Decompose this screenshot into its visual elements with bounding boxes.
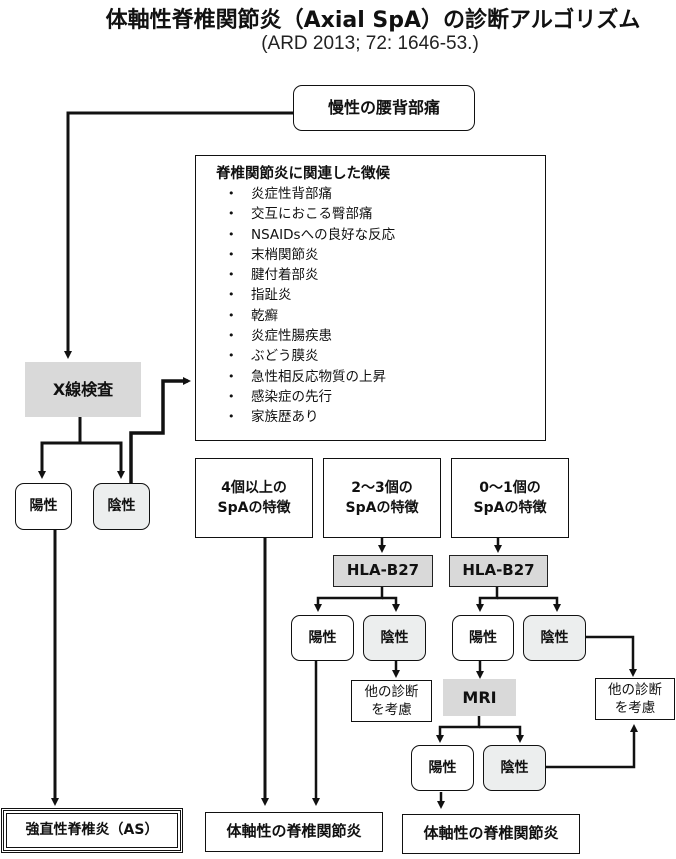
list-item: •NSAIDsへの良好な反応 (228, 225, 545, 245)
spa-features-list: •炎症性背部痛 •交互におこる臀部痛 •NSAIDsへの良好な反応 •末梢関節炎… (216, 184, 545, 428)
consider-other-dx-1: 他の診断を考慮 (351, 680, 432, 722)
bullet-icon: • (228, 369, 235, 383)
hla-b27-node-1: HLA-B27 (333, 555, 433, 587)
hla1-positive-node: 陽性 (291, 615, 354, 661)
xray-positive-node: 陽性 (15, 483, 72, 530)
list-item: •感染症の先行 (228, 387, 545, 407)
arrow-negative-to-signs (129, 377, 191, 483)
bullet-icon: • (228, 247, 235, 261)
list-item: •ぶどう膜炎 (228, 346, 545, 366)
list-item: •指趾炎 (228, 285, 545, 305)
bullet-icon: • (228, 227, 235, 241)
outcome-axial-spa-2: 体軸性の脊椎関節炎 (402, 814, 580, 854)
bullet-icon: • (228, 268, 235, 282)
list-item: •炎症性背部痛 (228, 184, 545, 204)
hla2-negative-node: 陰性 (523, 615, 586, 661)
bullet-icon: • (228, 207, 235, 221)
mri-node: MRI (443, 679, 516, 716)
citation: (ARD 2013; 72: 1646-53.) (261, 33, 479, 54)
bullet-icon: • (228, 308, 235, 322)
arrow-xray-to-negative (80, 441, 125, 479)
outcome-ankylosing-spondylitis: 強直性脊椎炎（AS） (1, 808, 183, 853)
list-item: •末梢関節炎 (228, 245, 545, 265)
arrow-hla2-to-negative (497, 596, 561, 612)
arrow-xray-to-positive (38, 417, 82, 479)
list-item: •家族歴あり (228, 407, 545, 427)
mri-positive-node: 陽性 (411, 745, 474, 791)
bullet-icon: • (228, 410, 235, 424)
list-item: •交互におこる臀部痛 (228, 204, 545, 224)
hla1-negative-node: 陰性 (363, 615, 426, 661)
mri-negative-node: 陰性 (483, 745, 546, 791)
arrow-mri-to-positive (436, 715, 481, 743)
xray-node: X線検査 (25, 362, 141, 417)
arrow-start-to-xray (64, 111, 293, 359)
spa-features-title: 脊椎関節炎に関連した徴候 (216, 166, 390, 182)
arrow-mri-to-negative (479, 725, 524, 743)
start-label: 慢性の腰背部痛 (327, 98, 440, 118)
spa-features-box: 脊椎関節炎に関連した徴候 •炎症性背部痛 •交互におこる臀部痛 •NSAIDsへ… (195, 155, 546, 441)
arrow-hla2neg-to-otherdx (585, 635, 637, 677)
hla-b27-node-2: HLA-B27 (449, 555, 548, 587)
arrow-hla1-to-negative (382, 596, 400, 612)
arrow-hla2-to-positive (476, 587, 499, 612)
bullet-icon: • (228, 349, 235, 363)
list-item: •炎症性腸疾患 (228, 326, 545, 346)
outcome-axial-spa-1: 体軸性の脊椎関節炎 (205, 812, 383, 852)
page-title: 体軸性脊椎関節炎（Axial SpA）の診断アルゴリズム (105, 8, 641, 33)
arrow-mrineg-to-otherdx (545, 724, 638, 769)
list-item: •腱付着部炎 (228, 265, 545, 285)
bullet-icon: • (228, 389, 235, 403)
xray-negative-node: 陰性 (93, 483, 150, 530)
hla2-positive-node: 陽性 (452, 615, 514, 661)
bullet-icon: • (228, 288, 235, 302)
list-item: •急性相反応物質の上昇 (228, 367, 545, 387)
start-node-chronic-back-pain: 慢性の腰背部痛 (293, 85, 475, 131)
list-item: •乾癬 (228, 306, 545, 326)
arrow-hla1-to-positive (314, 587, 384, 612)
bullet-icon: • (228, 329, 235, 343)
bullet-icon: • (228, 187, 235, 200)
consider-other-dx-2: 他の診断を考慮 (595, 678, 675, 720)
